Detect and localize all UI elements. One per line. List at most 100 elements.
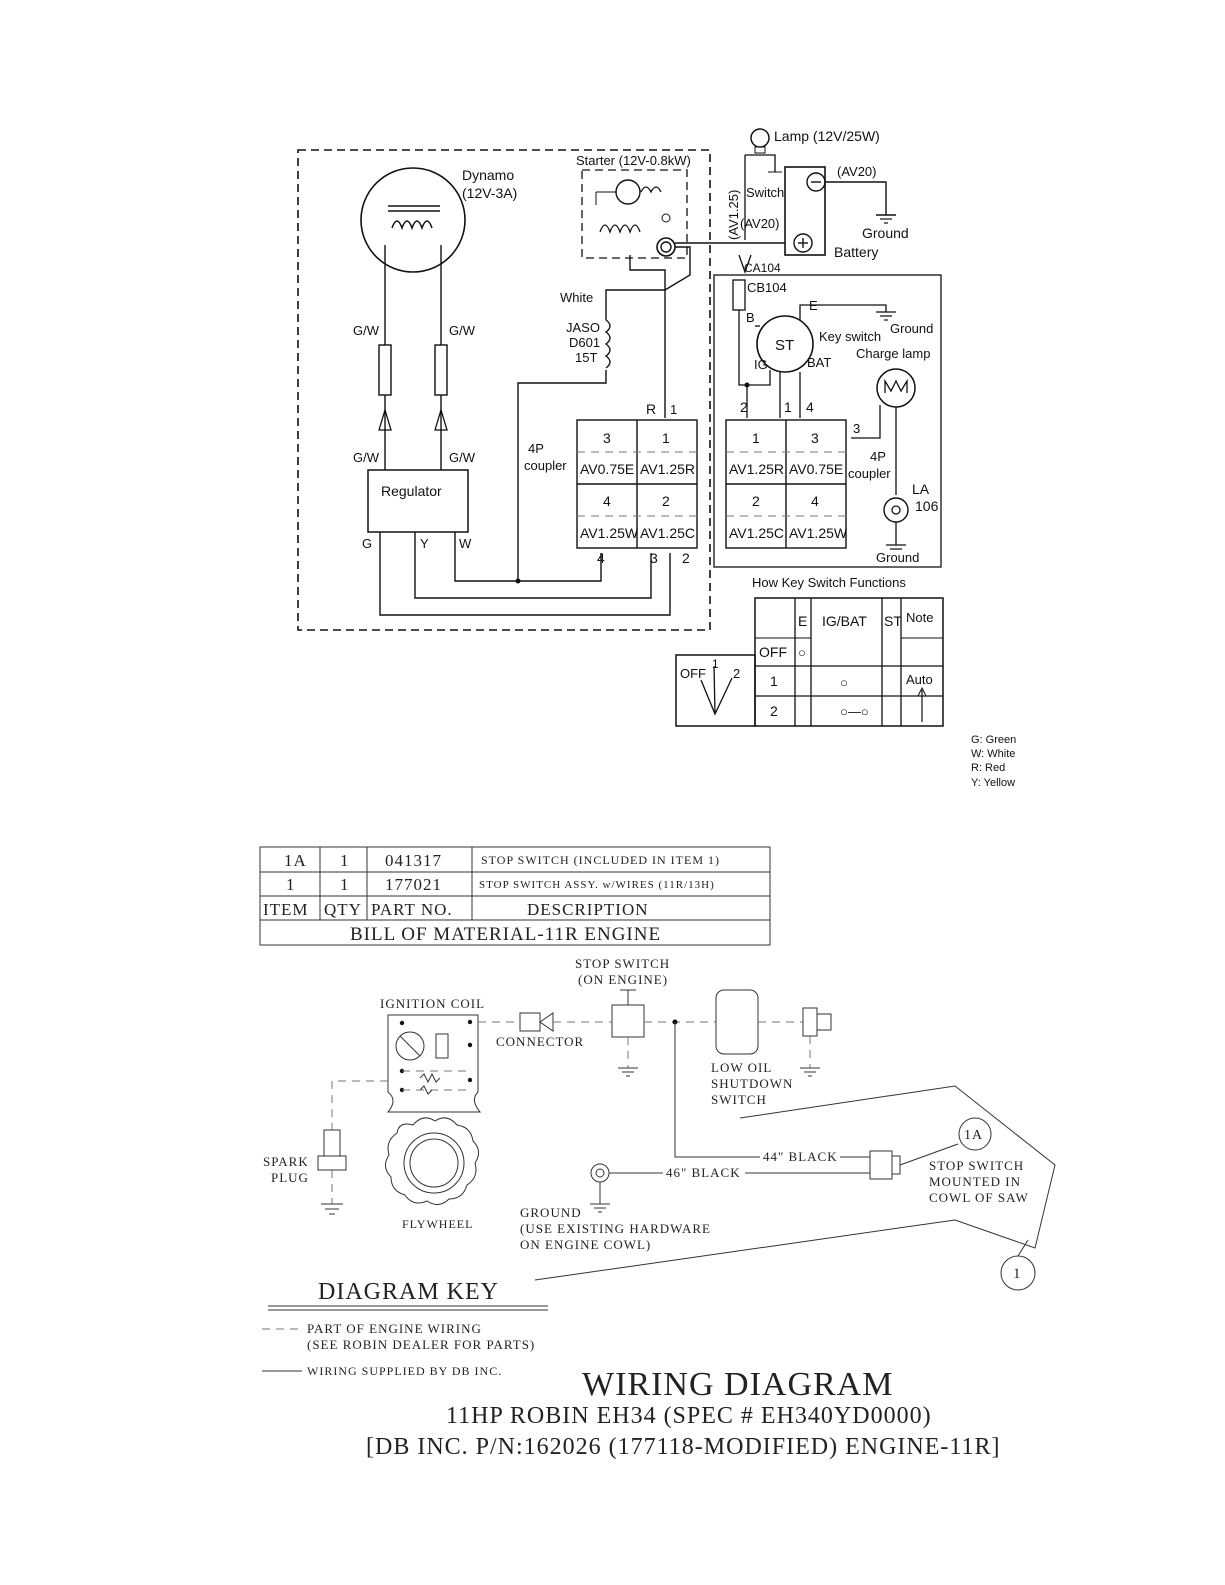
lc-r3c2: 2 <box>662 493 670 509</box>
key-dashed-label-1: PART OF ENGINE WIRING <box>307 1321 482 1336</box>
cb104-label: CB104 <box>747 280 787 295</box>
rc-r3c1: 2 <box>752 493 760 509</box>
page-subtitle-2: [DB INC. P/N:162026 (177118-MODIFIED) EN… <box>366 1434 1001 1460</box>
la-num: 106 <box>915 498 939 514</box>
rc-r2c2: AV0.75E <box>789 461 843 477</box>
bill-of-material: 1A 1 041317 STOP SWITCH (INCLUDED IN ITE… <box>259 846 771 946</box>
ground-label-3: ON ENGINE COWL) <box>520 1237 651 1252</box>
lc-r3c1: 4 <box>603 493 611 509</box>
cowl-stop-switch <box>869 1150 893 1180</box>
key-solid-label: WIRING SUPPLIED BY DB INC. <box>307 1364 502 1378</box>
arrow-left-icon <box>378 407 392 431</box>
lc-r4c1: AV1.25W <box>580 525 639 541</box>
bom-r1-desc: STOP SWITCH (INCLUDED IN ITEM 1) <box>481 853 720 867</box>
flywheel-icon <box>385 1117 479 1205</box>
ignition-wiring: STOP SWITCH (ON ENGINE) IGNITION COIL FL… <box>262 956 1056 1460</box>
bom-title: BILL OF MATERIAL-11R ENGINE <box>350 924 661 945</box>
mounted-label-3: COWL OF SAW <box>929 1190 1029 1205</box>
left-coupler-table: 3 1 AV0.75E AV1.25R 4 2 AV1.25W AV1.25C <box>576 419 698 549</box>
bom-h-qty: QTY <box>324 900 362 919</box>
key-b: B <box>746 310 755 325</box>
fuse-left <box>378 344 392 396</box>
kt-h-st: ST <box>884 613 902 629</box>
engine-stop-switch <box>611 1004 645 1038</box>
mounted-label-2: MOUNTED IN <box>929 1174 1021 1189</box>
diagram-key-title: DIAGRAM KEY <box>318 1279 499 1305</box>
key-bat: BAT <box>807 355 831 370</box>
black-44-label: 44" BLACK <box>763 1149 838 1164</box>
la106-socket-icon <box>883 497 909 523</box>
pin-1-top: 1 <box>670 402 677 417</box>
low-oil-label-1: LOW OIL <box>711 1060 772 1075</box>
lc-coupler-2: coupler <box>524 458 567 473</box>
bom-r1-item: 1A <box>284 851 307 870</box>
spark-plug-label-2: PLUG <box>271 1170 309 1185</box>
rc-r3c2: 4 <box>811 493 819 509</box>
legend-red: R: Red <box>971 762 1005 774</box>
la-label: LA <box>912 481 930 497</box>
regulator-box <box>367 469 469 533</box>
key-dashed-label-2: (SEE ROBIN DEALER FOR PARTS) <box>307 1337 535 1352</box>
flywheel-label: FLYWHEEL <box>402 1217 473 1231</box>
jaso-2: D601 <box>569 335 600 350</box>
low-oil-label-2: SHUTDOWN <box>711 1076 793 1091</box>
starter-label: Starter (12V-0.8kW) <box>576 153 691 168</box>
generator-schematic: Dynamo (12V-3A) G/W G/W G/W G/W Regulato… <box>297 128 1016 789</box>
fuse-right <box>434 344 448 396</box>
spark-plug-icon <box>323 1129 341 1157</box>
key-pos-2: 2 <box>733 666 740 681</box>
spark-plug-label-1: SPARK <box>263 1154 309 1169</box>
connector-icon <box>519 1012 541 1032</box>
lc-pin-2: 2 <box>682 550 690 566</box>
key-pos-1: 1 <box>712 657 719 671</box>
key-switch-label: Key switch <box>819 329 881 344</box>
kt-r1-label: OFF <box>759 644 787 660</box>
key-pos-off: OFF <box>680 666 706 681</box>
bom-r2-qty: 1 <box>340 875 350 894</box>
r-label: R <box>646 401 656 417</box>
rc-pin-3: 3 <box>853 421 860 436</box>
bom-h-part: PART NO. <box>371 900 453 919</box>
lc-pin-3: 3 <box>650 550 658 566</box>
ground-label-2: (USE EXISTING HARDWARE <box>520 1221 711 1236</box>
connector-label: CONNECTOR <box>496 1034 584 1049</box>
callout-1a <box>958 1117 992 1151</box>
low-oil-label-3: SWITCH <box>711 1092 767 1107</box>
battery-ground: Ground <box>862 225 909 241</box>
rc-r1c1: 1 <box>752 430 760 446</box>
lc-r2c2: AV1.25R <box>640 461 695 477</box>
gw-label-2: G/W <box>449 323 476 338</box>
reg-g: G <box>362 536 372 551</box>
rc-pin-4: 4 <box>806 399 814 415</box>
bom-r2-part: 177021 <box>385 875 442 894</box>
lc-pin-4: 4 <box>597 550 605 566</box>
reg-y: Y <box>420 536 429 551</box>
right-coupler-table: 1 3 AV1.25R AV0.75E 2 4 AV1.25C AV1.25W <box>725 419 848 549</box>
lc-r2c1: AV0.75E <box>580 461 634 477</box>
rc-coupler-2: coupler <box>848 466 891 481</box>
kt-h-igbat: IG/BAT <box>822 613 867 629</box>
key-ig: IG <box>754 357 768 372</box>
dynamo-coil-icon <box>391 220 433 231</box>
battery-box <box>784 166 826 256</box>
reg-w: W <box>459 536 472 551</box>
bom-r2-item: 1 <box>286 875 296 894</box>
black-46-label: 46" BLACK <box>666 1165 741 1180</box>
callout-1-text: 1 <box>1013 1266 1022 1282</box>
kt-h-e: E <box>798 613 807 629</box>
ground-ring-icon <box>590 1163 610 1183</box>
rc-pin-1: 1 <box>784 399 792 415</box>
av20-mid: (AV20) <box>740 216 780 231</box>
bom-r1-part: 041317 <box>385 851 442 870</box>
jaso-fuse-icon <box>604 319 611 369</box>
battery-label: Battery <box>834 244 878 260</box>
starter-motor-icon <box>615 179 641 205</box>
legend-green: G: Green <box>971 734 1016 746</box>
kt-r3-igbat: ○—○ <box>840 704 869 719</box>
page-subtitle-1: 11HP ROBIN EH34 (SPEC # EH340YD0000) <box>446 1403 932 1429</box>
kt-r2-label: 1 <box>770 673 778 689</box>
ignition-coil <box>386 1014 482 1113</box>
legend-white: W: White <box>971 748 1015 760</box>
callout-1 <box>1000 1255 1036 1291</box>
